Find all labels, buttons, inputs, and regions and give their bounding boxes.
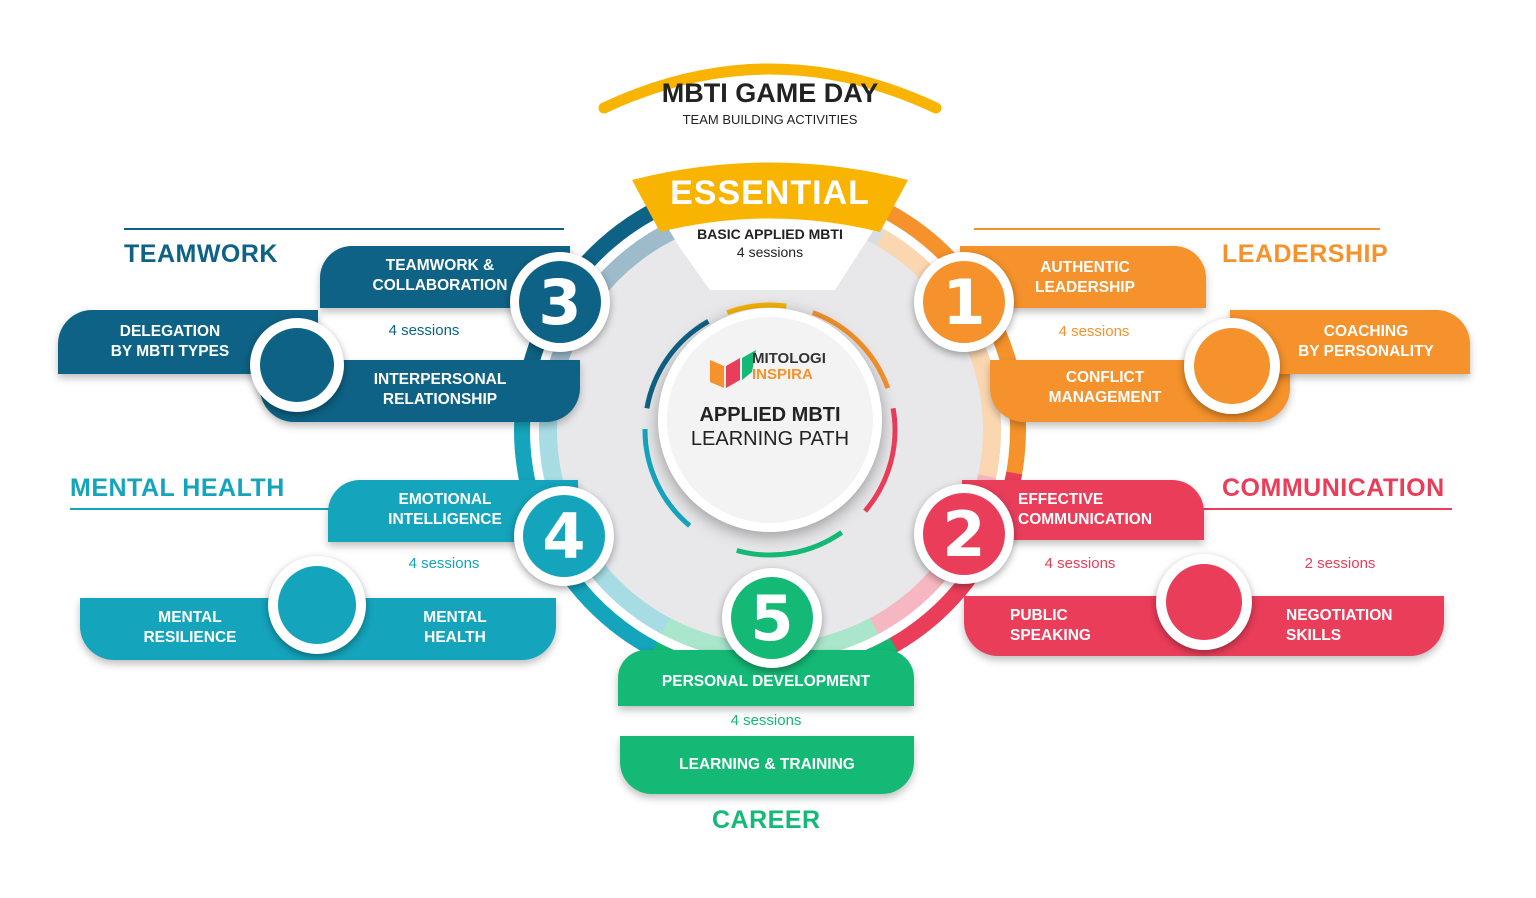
- communication-rule: [1200, 508, 1452, 510]
- career-title: CAREER: [712, 806, 821, 834]
- brand-logo-icon: [710, 350, 756, 388]
- center-title-1: APPLIED MBTI: [699, 404, 841, 426]
- communication-side-sessions: 2 sessions: [1304, 555, 1376, 572]
- leadership-side-course: COACHING BY PERSONALITY: [1298, 323, 1434, 360]
- communication-number-badge[interactable]: 2: [914, 484, 1014, 584]
- leadership-rule: [974, 228, 1380, 230]
- leadership-bottom-course: CONFLICT MANAGEMENT: [1048, 369, 1162, 406]
- center-title-2: LEARNING PATH: [690, 428, 850, 450]
- teamwork-side-dot: [250, 318, 344, 412]
- leadership-title: LEADERSHIP: [1222, 240, 1389, 268]
- essential-sessions: 4 sessions: [736, 244, 804, 260]
- communication-top-course: EFFECTIVE COMMUNICATION: [1018, 491, 1153, 528]
- game-day-title: MBTI GAME DAY: [661, 78, 879, 108]
- teamwork-rule: [124, 228, 564, 230]
- mental-health-number-badge[interactable]: 4: [514, 486, 614, 586]
- career-sessions: 4 sessions: [730, 712, 802, 729]
- career-bottom-course: LEARNING & TRAINING: [679, 756, 855, 773]
- leadership-sessions: 4 sessions: [1058, 323, 1130, 340]
- essential-course: BASIC APPLIED MBTI: [697, 226, 843, 242]
- mental-health-top-course: EMOTIONAL INTELLIGENCE: [388, 491, 502, 528]
- communication-side-dot: [1156, 554, 1252, 650]
- teamwork-side-course: DELEGATION BY MBTI TYPES: [110, 323, 230, 360]
- mental-health-title: MENTAL HEALTH: [70, 474, 285, 502]
- mental-health-side-dot: [268, 556, 366, 654]
- communication-bottom-course: PUBLIC SPEAKING: [1010, 607, 1091, 644]
- brand-name-2: INSPIRA: [752, 366, 813, 383]
- communication-sessions: 4 sessions: [1044, 555, 1116, 572]
- game-day-subtitle: TEAM BUILDING ACTIVITIES: [682, 112, 858, 127]
- game-day-arc: [598, 63, 942, 114]
- career-bottom-pill[interactable]: [620, 736, 914, 794]
- mental-health-bottom-course: MENTAL HEALTH: [423, 609, 487, 646]
- teamwork-bottom-course: INTERPERSONAL RELATIONSHIP: [373, 371, 507, 408]
- teamwork-sessions: 4 sessions: [388, 322, 460, 339]
- communication-side-course: NEGOTIATION SKILLS: [1286, 607, 1393, 644]
- leadership-number-badge[interactable]: 1: [914, 252, 1014, 352]
- brand-name-1: MITOLOGI: [752, 350, 826, 367]
- career-number-badge[interactable]: 5: [722, 568, 822, 668]
- career-top-course: PERSONAL DEVELOPMENT: [661, 673, 871, 690]
- mental-health-sessions: 4 sessions: [408, 555, 480, 572]
- teamwork-title: TEAMWORK: [124, 240, 278, 268]
- teamwork-top-course: TEAMWORK & COLLABORATION: [372, 257, 508, 294]
- teamwork-number-badge[interactable]: 3: [510, 252, 610, 352]
- leadership-top-course: AUTHENTIC LEADERSHIP: [1035, 259, 1135, 296]
- communication-title: COMMUNICATION: [1222, 474, 1445, 502]
- mental-health-side-course: MENTAL RESILIENCE: [143, 609, 237, 646]
- mental-health-rule: [70, 508, 360, 510]
- essential-label: ESSENTIAL: [670, 174, 870, 212]
- leadership-side-dot: [1184, 318, 1280, 414]
